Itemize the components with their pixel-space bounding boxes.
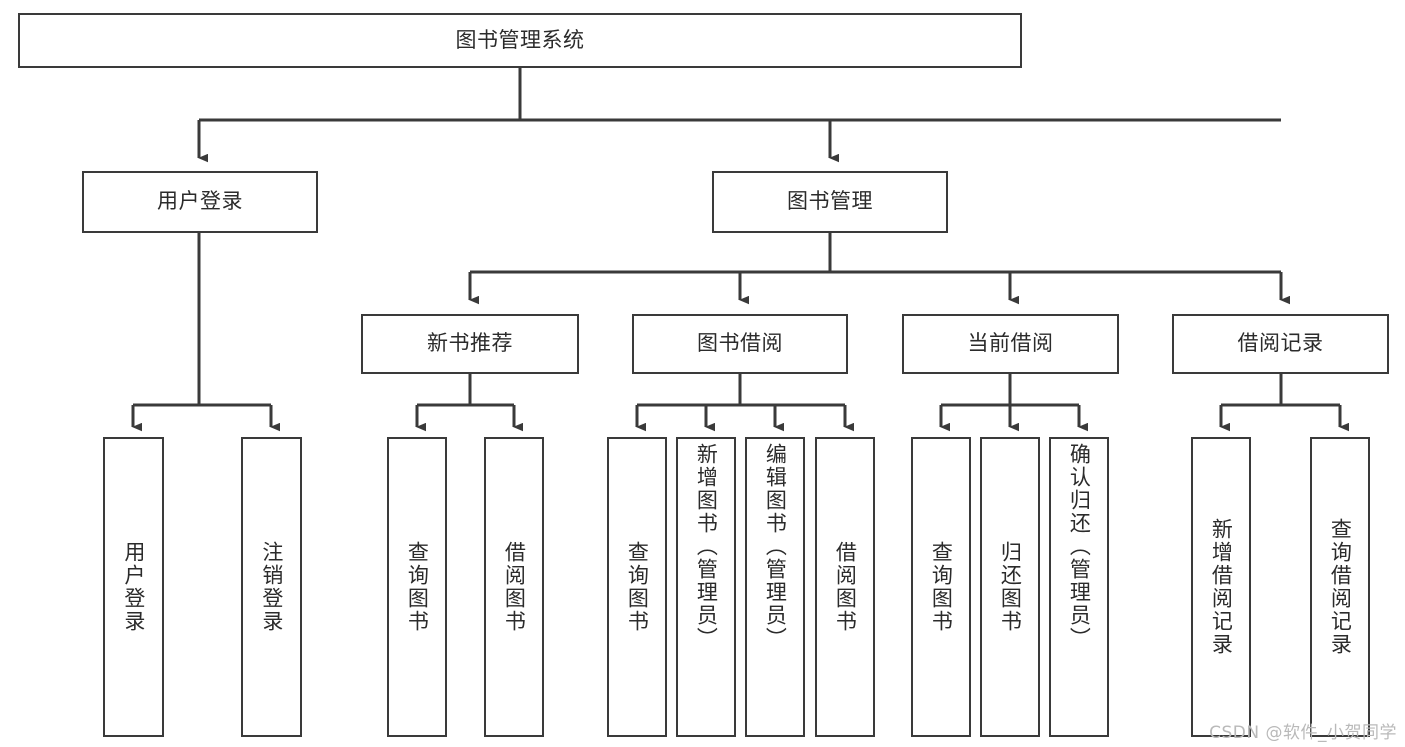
node-label: 图书管理系统: [455, 27, 585, 52]
node-leaf-add-book-admin[interactable]: 新增图书（管理员）: [676, 437, 736, 737]
node-leaf-confirm-return-admin[interactable]: 确认归还（管理员）: [1049, 437, 1109, 737]
node-new-book-recommend[interactable]: 新书推荐: [361, 314, 579, 374]
node-label: 编辑图书（管理员）: [763, 443, 788, 650]
node-leaf-borrow-book[interactable]: 借阅图书: [815, 437, 875, 737]
node-label: 当前借阅: [967, 331, 1054, 356]
node-leaf-edit-book-admin[interactable]: 编辑图书（管理员）: [745, 437, 805, 737]
node-root-system[interactable]: 图书管理系统: [18, 13, 1022, 68]
node-label: 借阅图书: [502, 541, 527, 633]
node-leaf-add-borrow-record[interactable]: 新增借阅记录: [1191, 437, 1251, 737]
node-label: 查询图书: [625, 541, 650, 633]
node-book-borrow[interactable]: 图书借阅: [632, 314, 848, 374]
node-current-borrow[interactable]: 当前借阅: [902, 314, 1119, 374]
node-user-login[interactable]: 用户登录: [82, 171, 318, 233]
node-label: 确认归还（管理员）: [1067, 443, 1092, 650]
node-label: 借阅图书: [833, 541, 858, 633]
node-label: 注销登录: [259, 541, 284, 633]
node-label: 图书借阅: [697, 331, 783, 356]
node-borrow-record[interactable]: 借阅记录: [1172, 314, 1389, 374]
node-label: 归还图书: [998, 541, 1023, 633]
node-leaf-return-book[interactable]: 归还图书: [980, 437, 1040, 737]
node-leaf-search-borrow-record[interactable]: 查询借阅记录: [1310, 437, 1370, 737]
node-label: 新增借阅记录: [1209, 518, 1234, 656]
node-label: 查询图书: [405, 541, 430, 633]
node-label: 用户登录: [121, 541, 146, 633]
node-leaf-user-login[interactable]: 用户登录: [103, 437, 164, 737]
node-label: 用户登录: [157, 189, 243, 214]
node-leaf-search-book-borrow[interactable]: 查询图书: [607, 437, 667, 737]
node-label: 查询图书: [929, 541, 954, 633]
node-label: 图书管理: [787, 189, 873, 214]
node-label: 查询借阅记录: [1328, 518, 1353, 656]
node-leaf-borrow-book-recommend[interactable]: 借阅图书: [484, 437, 544, 737]
node-label: 新增图书（管理员）: [694, 443, 719, 650]
node-leaf-search-book-current[interactable]: 查询图书: [911, 437, 971, 737]
node-book-management[interactable]: 图书管理: [712, 171, 948, 233]
watermark: CSDN @软件_小贺同学: [1209, 723, 1397, 743]
node-label: 借阅记录: [1237, 331, 1324, 356]
node-leaf-search-book-recommend[interactable]: 查询图书: [387, 437, 447, 737]
node-leaf-logout[interactable]: 注销登录: [241, 437, 302, 737]
node-label: 新书推荐: [427, 331, 513, 356]
